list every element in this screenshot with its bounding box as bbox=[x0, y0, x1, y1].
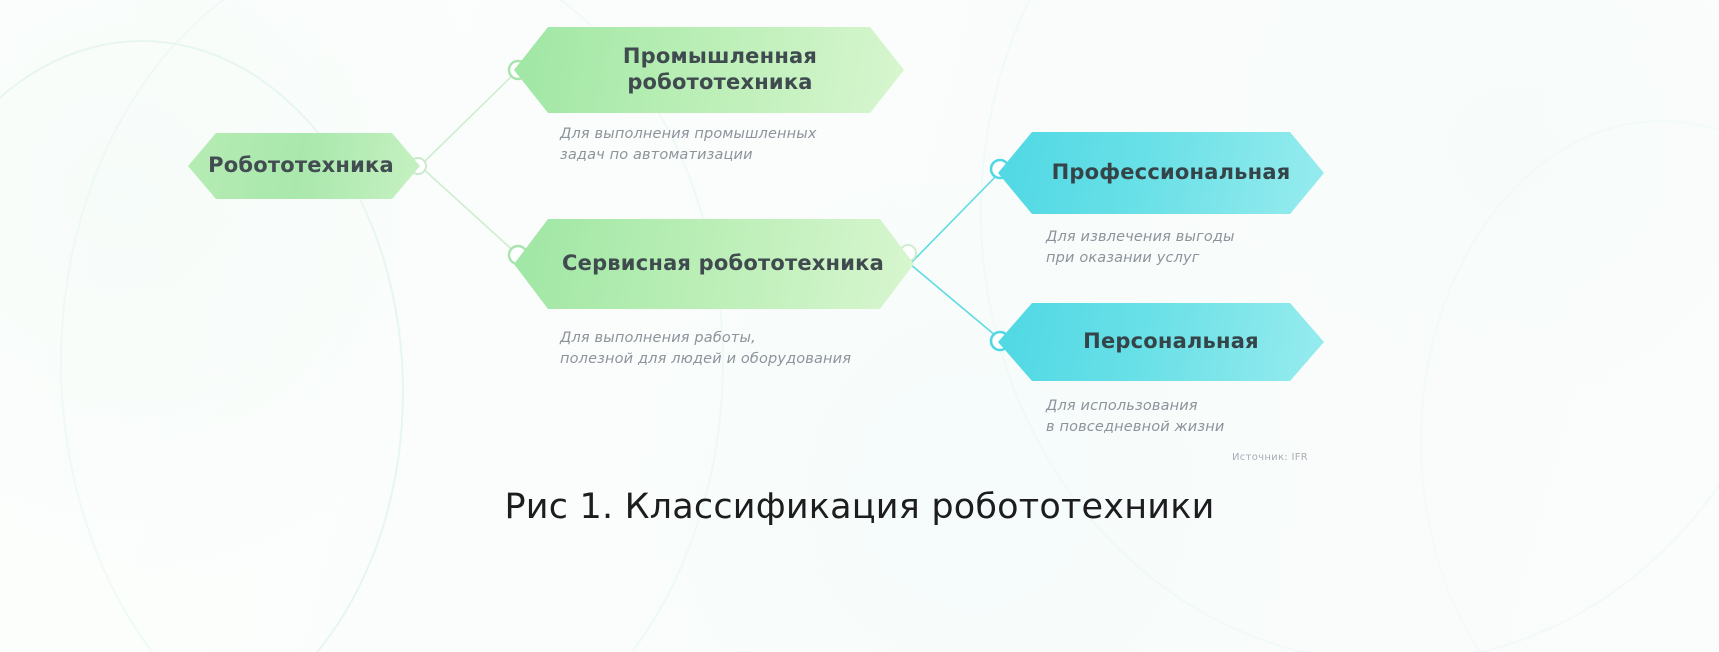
node-label: Профессиональная bbox=[1051, 160, 1291, 185]
link-service-to-personal bbox=[909, 263, 1003, 342]
figure-caption: Рис 1. Классификация робототехники bbox=[504, 487, 1215, 527]
node-label: Робототехника bbox=[208, 153, 394, 178]
caption-personal-robotics: Для использования в повседневной жизни bbox=[1046, 398, 1225, 436]
caption-industrial-robotics: Для выполнения промышленных задач по авт… bbox=[560, 126, 817, 164]
background-arc bbox=[1420, 120, 1719, 652]
node-professional-robotics[interactable]: Профессиональная bbox=[998, 132, 1324, 214]
background-arc bbox=[0, 40, 404, 652]
link-root-to-service bbox=[419, 165, 519, 256]
link-service-to-professional bbox=[909, 169, 1003, 265]
caption-professional-robotics: Для извлечения выгоды при оказании услуг bbox=[1046, 229, 1235, 267]
node-personal-robotics[interactable]: Персональная bbox=[998, 303, 1324, 381]
background-wash bbox=[1180, 0, 1719, 460]
node-label: Промышленная робототехника bbox=[622, 44, 818, 94]
source-attribution: Источник: IFR bbox=[1232, 452, 1309, 463]
node-label: Сервисная робототехника bbox=[562, 251, 884, 276]
link-root-to-industrial bbox=[419, 69, 519, 167]
node-label: Персональная bbox=[1083, 329, 1259, 354]
node-robotics-root[interactable]: Робототехника bbox=[188, 133, 420, 199]
caption-service-robotics: Для выполнения работы, полезной для люде… bbox=[560, 330, 852, 368]
node-service-robotics[interactable]: Сервисная робототехника bbox=[514, 219, 914, 309]
node-industrial-robotics[interactable]: Промышленная робототехника bbox=[514, 27, 904, 113]
